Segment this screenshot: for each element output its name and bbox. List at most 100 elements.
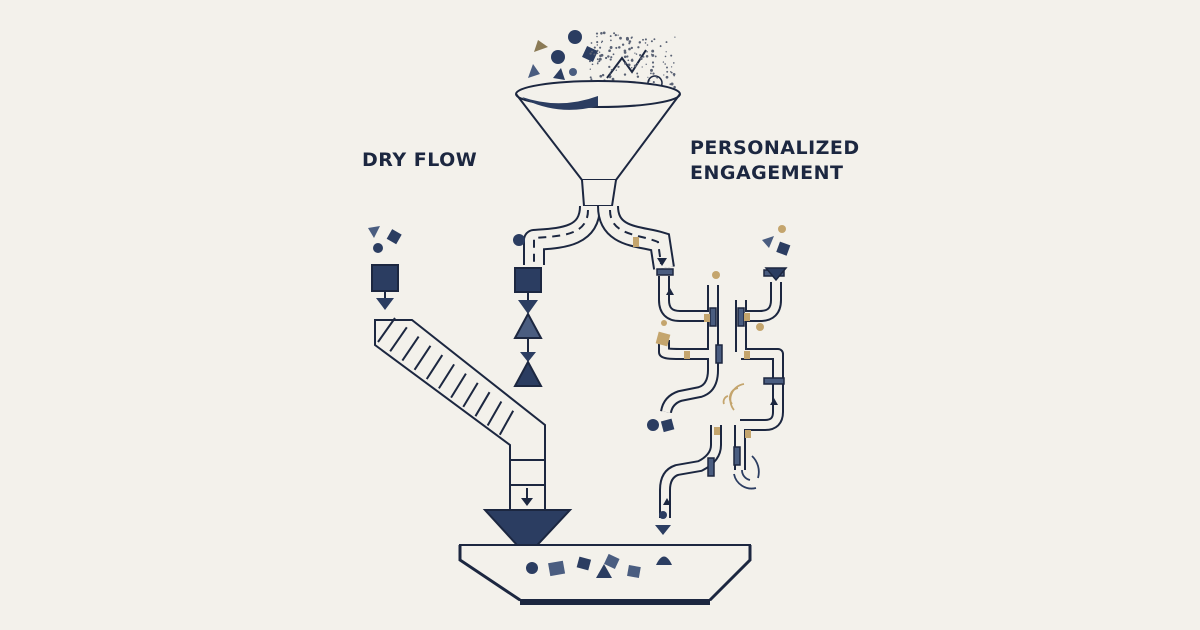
dust-particle: [610, 69, 613, 71]
dust-particle: [628, 47, 631, 51]
dust-particle: [596, 49, 599, 52]
chute-rib: [450, 373, 467, 399]
dry-flow-stream: [368, 226, 573, 558]
dust-particle: [670, 82, 674, 86]
particle-triangle: [534, 40, 548, 52]
personalized-engagement-label: PERSONALIZED ENGAGEMENT: [690, 136, 860, 186]
dust-particle: [626, 55, 629, 58]
dust-particle: [630, 46, 633, 50]
dust-particle: [591, 63, 594, 66]
center-stream: [513, 204, 601, 387]
dust-particle: [605, 56, 608, 60]
entry-block: [371, 264, 399, 292]
dust-particle: [593, 53, 596, 56]
dust-particle: [645, 55, 649, 58]
dust-particle: [650, 40, 653, 43]
funnel: [515, 80, 681, 207]
dust-particle: [636, 72, 639, 75]
dust-particle: [599, 46, 602, 49]
dust-particle: [638, 41, 642, 44]
dust-particle: [674, 36, 676, 38]
dust-particle: [617, 34, 619, 36]
personalized-label-line1: PERSONALIZED: [690, 137, 860, 159]
dust-particle: [669, 71, 672, 73]
dry-flow-label-text: DRY FLOW: [362, 149, 478, 171]
dust-particle: [652, 65, 655, 68]
pipe-interior: [660, 276, 713, 320]
dust-particle: [621, 43, 625, 46]
pipe-interior: [660, 340, 719, 358]
dust-particle: [598, 60, 601, 63]
dust-particle: [672, 62, 675, 64]
dust-particle: [601, 40, 604, 43]
dust-particle: [615, 69, 617, 71]
dust-particle: [646, 44, 649, 46]
dust-particle: [641, 66, 643, 68]
dust-particle: [612, 53, 615, 56]
dust-particle: [613, 32, 616, 35]
dust-particle: [596, 62, 599, 65]
dust-particle: [590, 42, 593, 44]
dust-particle: [596, 58, 599, 61]
dust-particle: [614, 33, 617, 37]
particle-triangle: [553, 68, 565, 80]
dust-particle: [627, 59, 630, 62]
valve-up: [513, 311, 543, 339]
dust-particle: [672, 72, 676, 76]
dust-particle: [637, 46, 640, 49]
chute-rib: [486, 400, 503, 426]
dust-particle: [650, 68, 653, 72]
dust-particle: [665, 41, 668, 44]
dust-particle: [652, 72, 655, 75]
chute-rib: [425, 354, 444, 380]
dust-particle: [608, 50, 611, 53]
chute-rib: [389, 326, 408, 352]
dust-particle: [665, 75, 669, 79]
dust-particle: [644, 42, 647, 44]
dust-particle: [602, 31, 606, 35]
particle-circle: [568, 30, 582, 44]
particle-square: [386, 229, 402, 245]
particle-circle: [551, 50, 565, 64]
dust-particle: [610, 56, 613, 59]
dust-particle: [636, 75, 640, 78]
dust-particle: [598, 57, 602, 61]
dust-particle: [634, 52, 636, 54]
dust-particle: [633, 64, 637, 68]
dust-particle: [625, 36, 629, 40]
dust-particle: [662, 61, 665, 63]
dust-particle: [670, 54, 673, 57]
chute-outlet: [482, 509, 573, 558]
dry-flow-label: DRY FLOW: [362, 148, 477, 173]
dust-particle: [663, 74, 665, 76]
dust-particle: [642, 56, 645, 58]
dust-particle: [664, 55, 667, 58]
entry-arrow: [376, 298, 394, 310]
particle-circle: [513, 234, 525, 246]
dust-particle: [631, 59, 634, 62]
signal-waves: [722, 383, 760, 490]
dust-particle: [673, 85, 676, 89]
dust-particle: [651, 49, 655, 53]
dust-particle: [623, 73, 627, 76]
dust-particle: [630, 36, 633, 39]
valve-up: [513, 359, 543, 387]
dust-particle: [624, 62, 627, 65]
personalized-label-line2: ENGAGEMENT: [690, 162, 844, 184]
dust-particle: [608, 55, 610, 58]
dust-particle: [610, 39, 612, 42]
dust-particle: [609, 58, 612, 61]
dust-particle: [673, 74, 675, 77]
dust-particle: [589, 68, 591, 70]
dust-particle: [596, 52, 599, 55]
dust-particle: [655, 76, 658, 78]
dust-particle: [664, 63, 667, 65]
dust-particle: [631, 67, 633, 69]
dust-particle: [666, 66, 668, 69]
center-block: [514, 267, 542, 293]
chute-rib: [462, 382, 479, 408]
dust-particle: [595, 32, 599, 35]
dust-particle: [608, 65, 611, 69]
